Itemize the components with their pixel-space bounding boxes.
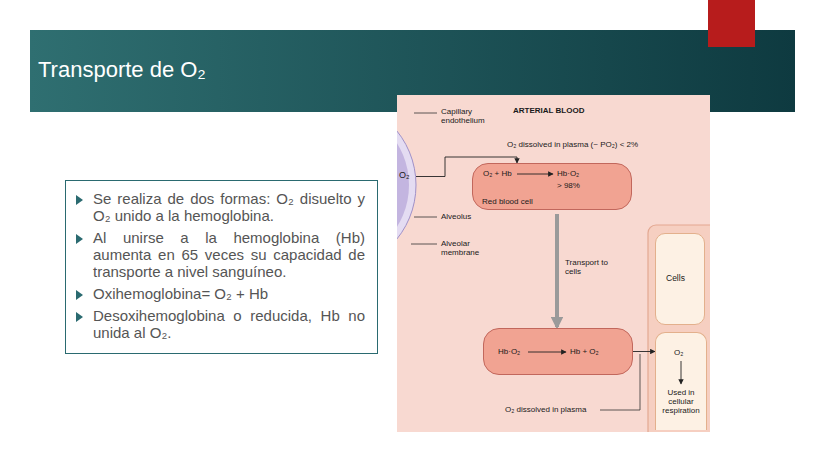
- reaction-arrow: [656, 333, 706, 430]
- flow-note: O₂ dissolved in plasma: [505, 405, 586, 414]
- cells-column: [648, 225, 710, 432]
- bullet-item: Al unirse a la hemoglobina (Hb) aumenta …: [76, 230, 365, 281]
- slide-title: Transporte de O₂: [38, 57, 206, 83]
- node-text: O₂: [399, 170, 410, 180]
- section-heading: ARTERIAL BLOOD: [513, 106, 584, 115]
- bullet-item: Se realiza de dos formas: O₂ disuelto y …: [76, 191, 365, 225]
- transport-arrow: [555, 214, 559, 327]
- node-text: Red blood cell: [482, 197, 533, 206]
- leader-line: [414, 113, 437, 114]
- red-blood-cell: O₂ + Hb Hb·O₂ > 98% Red blood cell: [472, 163, 632, 210]
- bullet-item: Desoxihemoglobina o reducida, Hb no unid…: [76, 308, 365, 342]
- node-text: O₂: [674, 348, 683, 357]
- red-blood-cell: Hb·O₂ Hb + O₂: [483, 328, 633, 375]
- bullet-box: Se realiza de dos formas: O₂ disuelto y …: [65, 180, 378, 354]
- bullet-item: Oxihemoglobina= O₂ + Hb: [76, 286, 365, 303]
- node-text: Hb·O₂: [557, 169, 579, 178]
- alveolus-air: [397, 106, 409, 264]
- edge-label: Transport to cells: [565, 258, 617, 276]
- node-text: Used in cellular respiration: [659, 388, 703, 416]
- bullet-marker: [76, 290, 83, 300]
- reaction-arrow: [517, 174, 553, 175]
- bullet-text: Se realiza de dos formas: O₂ disuelto y …: [93, 191, 365, 225]
- bullet-marker: [76, 312, 83, 322]
- bullet-marker: [76, 195, 83, 205]
- bullet-marker: [76, 234, 83, 244]
- part-label: Capillary endothelium: [441, 107, 497, 125]
- node-text: O₂ + Hb: [483, 169, 512, 178]
- alveolus-wall: [397, 99, 416, 271]
- bullet-text: Oxihemoglobina= O₂ + Hb: [93, 286, 365, 303]
- bullet-text: Desoxihemoglobina o reducida, Hb no unid…: [93, 308, 365, 342]
- node-text: Hb + O₂: [570, 347, 599, 356]
- tissue-cell: Cells: [655, 233, 705, 325]
- part-label: Alveolar membrane: [441, 239, 489, 257]
- node-text: > 98%: [557, 181, 580, 190]
- part-label: Alveolus: [441, 212, 471, 221]
- node-text: Hb·O₂: [498, 347, 520, 356]
- release-arrow: [633, 351, 655, 352]
- accent-tab: [708, 0, 755, 47]
- flow-note: O₂ dissolved in plasma (~ PO₂) < 2%: [507, 140, 638, 149]
- bullet-text: Al unirse a la hemoglobina (Hb) aumenta …: [93, 230, 365, 281]
- diagram-panel: [397, 95, 710, 432]
- reaction-arrow: [681, 361, 682, 384]
- tissue-cell: O₂ Used in cellular respiration: [655, 332, 707, 430]
- alveolus: O₂: [398, 168, 416, 185]
- reaction-arrow: [528, 352, 566, 353]
- leader-line: [414, 217, 437, 218]
- leader-line: [411, 244, 437, 245]
- node-text: Cells: [666, 274, 685, 284]
